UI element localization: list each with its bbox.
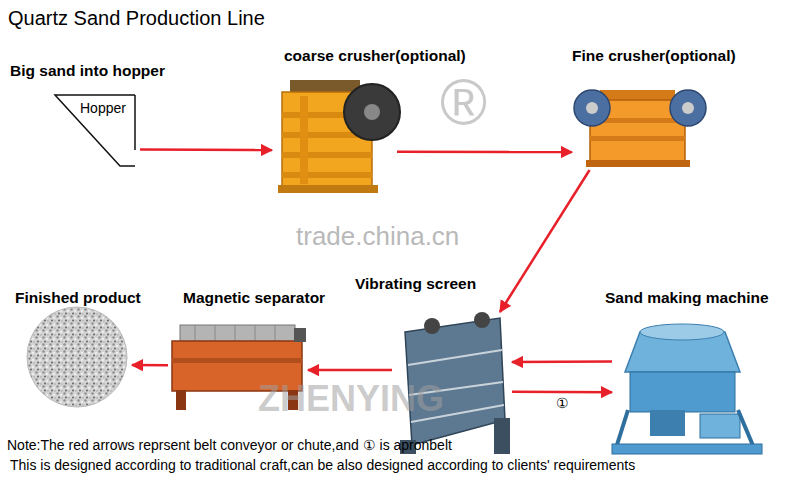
conveyor-arrow xyxy=(308,369,392,372)
conveyor-arrow xyxy=(397,151,572,154)
note-text: This is designed according to traditiona… xyxy=(10,457,635,473)
conveyor-arrow xyxy=(512,360,612,363)
machine-label: Magnetic separator xyxy=(183,289,325,307)
screen-motor xyxy=(424,318,440,334)
machine-node: Magnetic separator xyxy=(168,315,308,410)
watermark: ® xyxy=(440,66,487,140)
flywheel-hub xyxy=(682,102,694,114)
hopper-node: Big sand into hopperHopper xyxy=(50,92,140,172)
machine-label: Sand making machine xyxy=(605,289,769,307)
vsi-motor xyxy=(700,414,740,438)
flywheel-hub xyxy=(364,104,380,120)
screen-leg xyxy=(494,418,510,454)
vsi-base xyxy=(612,444,762,454)
flywheel-hub xyxy=(586,102,598,114)
diagram-title: Quartz Sand Production Line xyxy=(8,7,265,30)
crusher-rib xyxy=(300,96,308,184)
machine-label: Vibrating screen xyxy=(355,275,476,293)
vsi-leg xyxy=(616,410,628,448)
machine-label: Big sand into hopper xyxy=(10,62,165,80)
conveyor-arrow xyxy=(500,170,590,312)
machine-node: Fine crusher(optional) xyxy=(572,80,707,170)
conveyor-arrow xyxy=(132,364,168,367)
watermark: trade.china.cn xyxy=(296,222,459,252)
flywheel xyxy=(670,90,706,126)
screen-motor xyxy=(474,312,490,328)
separator-leg xyxy=(176,390,186,410)
watermark: ZHENYING xyxy=(258,378,444,419)
machine-node: Vibrating screen xyxy=(392,312,512,457)
vsi-top xyxy=(640,324,724,340)
shape-label: Hopper xyxy=(80,100,126,116)
product-node: Finished product xyxy=(22,312,132,402)
crusher-rib xyxy=(590,136,685,141)
sand-pile xyxy=(27,307,127,407)
separator-band xyxy=(172,358,302,363)
flywheel xyxy=(344,84,400,140)
hopper-outline xyxy=(55,95,135,166)
crusher-base xyxy=(586,160,690,167)
screen-deck xyxy=(408,350,502,365)
machine-label: Fine crusher(optional) xyxy=(572,47,736,65)
separator-motor xyxy=(294,328,306,342)
machine-label: coarse crusher(optional) xyxy=(284,47,466,65)
machine-node: coarse crusher(optional) xyxy=(272,75,397,195)
conveyor-arrow xyxy=(140,148,272,151)
conveyor-arrow xyxy=(512,391,612,394)
note-text: Note:The red arrows reprsent belt convey… xyxy=(7,437,452,453)
vsi-body xyxy=(630,372,735,412)
crusher-rib xyxy=(282,152,372,158)
callout-number: ① xyxy=(556,395,569,411)
machine-label: Finished product xyxy=(15,289,141,307)
flywheel xyxy=(574,90,610,126)
vsi-chute xyxy=(650,410,685,436)
crusher-base xyxy=(278,185,378,193)
machine-node: Sand making machine xyxy=(612,318,762,458)
crusher-rib xyxy=(282,172,372,178)
vsi-leg xyxy=(738,410,754,448)
